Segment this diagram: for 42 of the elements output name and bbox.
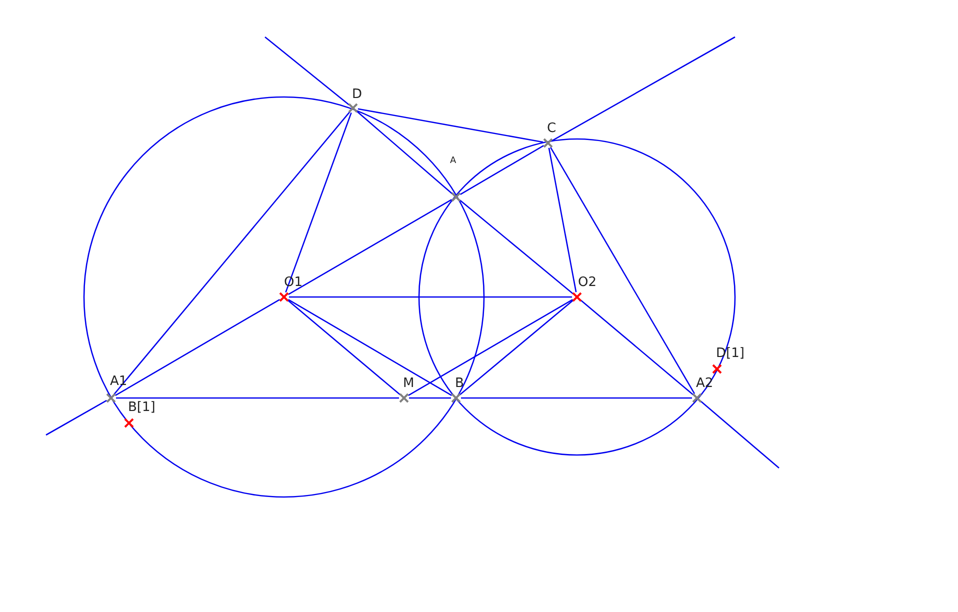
line-segment (580, 300, 694, 396)
line-segment (459, 300, 574, 396)
line-segment (356, 110, 453, 194)
line-segment (548, 148, 577, 292)
line-segment (264, 36, 350, 106)
point-label: B (455, 377, 464, 390)
line-segment (408, 298, 573, 396)
line-segment (358, 108, 544, 143)
point-label: O2 (578, 276, 597, 289)
line-segment (461, 397, 692, 399)
point-marker (572, 292, 582, 302)
point-marker (106, 393, 116, 403)
point-marker (712, 364, 722, 374)
point-marker (692, 393, 702, 403)
point-marker (543, 138, 553, 148)
point-label: C (547, 122, 556, 135)
line-segment (115, 298, 280, 396)
point-marker (399, 393, 409, 403)
line-segment (288, 198, 452, 296)
point-marker (451, 192, 461, 202)
line-segment (460, 144, 544, 196)
line-segment (409, 397, 451, 399)
line-segment (552, 36, 736, 142)
line-segment (459, 200, 574, 294)
point-marker (279, 292, 289, 302)
line-segment (289, 296, 572, 298)
point-label: B[1] (128, 401, 156, 414)
line-segment (550, 146, 696, 394)
point-marker (348, 103, 358, 113)
line-segment (287, 300, 401, 396)
line-segment (116, 397, 399, 399)
point-marker (451, 393, 461, 403)
line-segment (114, 111, 350, 395)
point-label: A1 (110, 375, 128, 388)
line-segment (46, 400, 107, 436)
point-label: M (403, 377, 414, 390)
point-label: A (450, 157, 456, 166)
line-segment (285, 112, 352, 293)
point-marker (124, 418, 134, 428)
point-label: D (352, 88, 362, 101)
line-segment (700, 400, 780, 468)
line-segment (288, 298, 452, 396)
